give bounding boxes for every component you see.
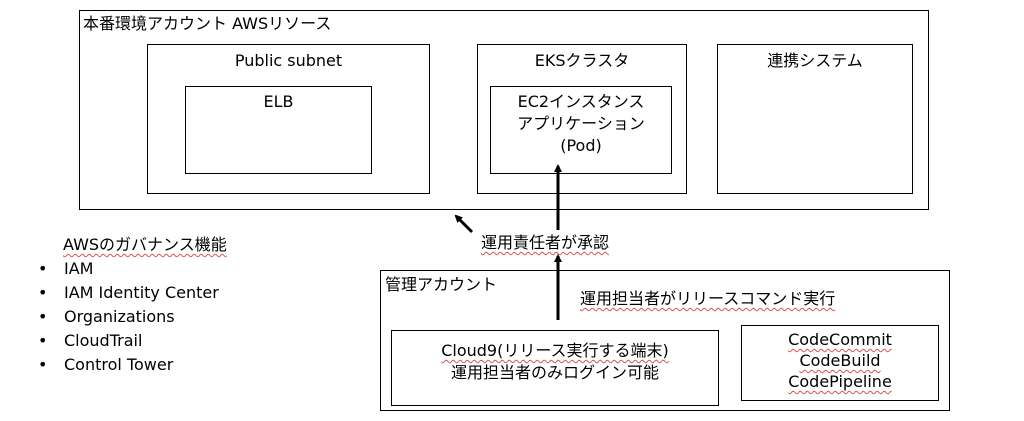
code-tools-box bbox=[741, 325, 939, 401]
linked-system-label: 連携システム bbox=[767, 51, 863, 70]
governance-item: •IAM Identity Center bbox=[38, 283, 219, 302]
governance-item: •Control Tower bbox=[38, 355, 174, 374]
governance-list: •IAM •IAM Identity Center •Organizations… bbox=[38, 257, 219, 377]
governance-title: AWSのガバナンス機能 bbox=[63, 235, 227, 254]
codecommit-label: CodeCommit bbox=[788, 330, 892, 349]
governance-item: •CloudTrail bbox=[38, 331, 143, 350]
governance-arrow bbox=[454, 214, 474, 234]
cloud9-box bbox=[391, 330, 719, 406]
release-command-label: 運用担当者がリリースコマンド実行 bbox=[580, 289, 836, 308]
cloud9-line-1: Cloud9(リリース実行する端末) bbox=[441, 341, 669, 360]
ec2-app-line-3: (Pod) bbox=[560, 136, 602, 155]
codepipeline-label: CodePipeline bbox=[788, 372, 892, 391]
ec2-app-line-1: EC2インスタンス bbox=[517, 92, 645, 111]
elb-label: ELB bbox=[263, 92, 294, 111]
approval-label: 運用責任者が承認 bbox=[481, 233, 610, 252]
linked-system-box bbox=[717, 44, 913, 194]
mgmt-account-title: 管理アカウント bbox=[385, 275, 498, 294]
eks-cluster-label: EKSクラスタ bbox=[534, 51, 630, 70]
ec2-app-box bbox=[490, 86, 672, 174]
codebuild-label: CodeBuild bbox=[799, 351, 881, 370]
ec2-app-line-2: アプリケーション bbox=[517, 114, 645, 133]
public-subnet-label: Public subnet bbox=[234, 51, 343, 70]
elb-box bbox=[185, 86, 372, 174]
governance-item: •Organizations bbox=[38, 307, 175, 326]
governance-item: •IAM bbox=[38, 259, 94, 278]
prod-account-title: 本番環境アカウント AWSリソース bbox=[83, 14, 332, 33]
cloud9-line-2: 運用担当者のみログイン可能 bbox=[450, 363, 659, 382]
